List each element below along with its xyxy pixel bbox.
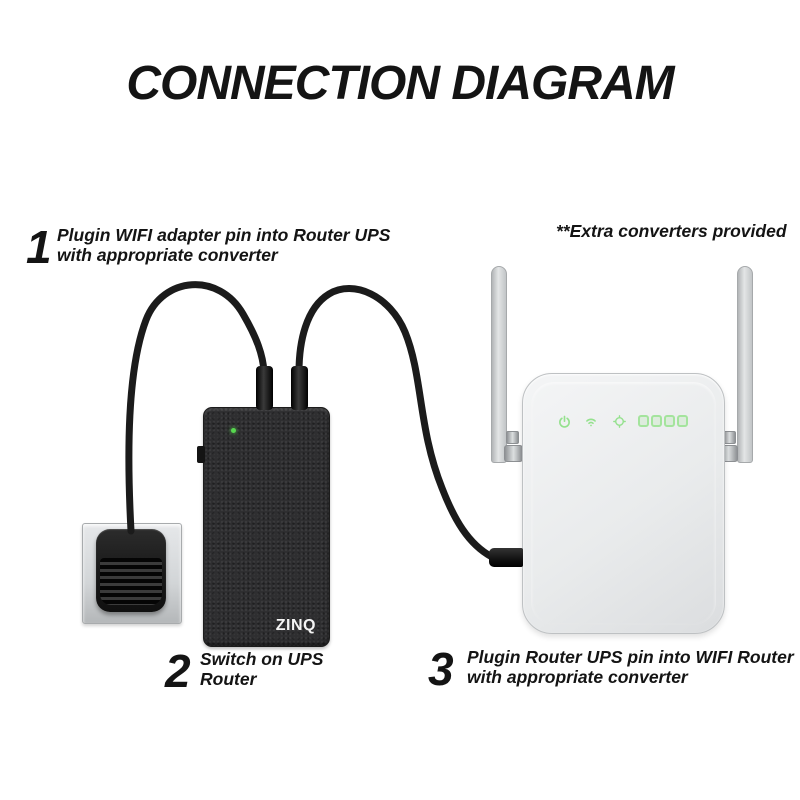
ups-output-plug: [291, 366, 308, 410]
step-2-number: 2: [165, 645, 191, 697]
step-3-line-1: Plugin Router UPS pin into WIFI Router: [467, 647, 794, 667]
lan-indicator-2: [651, 415, 662, 427]
step-2-line-2: Router: [200, 668, 257, 689]
step-3-text: Plugin Router UPS pin into WIFI Router w…: [467, 647, 794, 687]
power-icon: [558, 415, 571, 428]
step-3-number: 3: [428, 643, 454, 695]
wps-icon: [613, 415, 626, 428]
lan-indicator-3: [664, 415, 675, 427]
antenna-hinge-left-base: [504, 445, 523, 462]
router-antenna-left: [491, 266, 507, 463]
step-1-line-1: Plugin WIFI adapter pin into Router UPS: [57, 225, 391, 245]
step-1-text: Plugin WIFI adapter pin into Router UPS …: [57, 225, 391, 265]
ups-input-plug: [256, 366, 273, 410]
antenna-hinge-left: [506, 431, 519, 444]
step-1-line-2: with appropriate converter: [57, 244, 278, 265]
router-antenna-right: [737, 266, 753, 463]
ups-power-led: [231, 428, 236, 433]
ups-power-switch: [197, 446, 205, 463]
wifi-router: [522, 373, 725, 634]
step-1-number: 1: [26, 221, 52, 273]
step-2-text: Switch on UPS Router: [200, 649, 324, 689]
step-3-line-2: with appropriate converter: [467, 666, 688, 687]
lan-indicator-1: [638, 415, 649, 427]
page-title: CONNECTION DIAGRAM: [126, 57, 674, 110]
extra-converters-note: **Extra converters provided: [556, 221, 787, 241]
ups-brand-label: ZINQ: [275, 617, 316, 634]
wifi-icon: [584, 415, 598, 428]
ups-device: ZINQ: [197, 407, 330, 647]
lan-indicator-4: [677, 415, 688, 427]
router-power-plug: [489, 548, 523, 567]
power-adapter-ribs: [100, 558, 162, 605]
step-2-line-1: Switch on UPS: [200, 649, 324, 669]
power-adapter: [96, 529, 166, 612]
